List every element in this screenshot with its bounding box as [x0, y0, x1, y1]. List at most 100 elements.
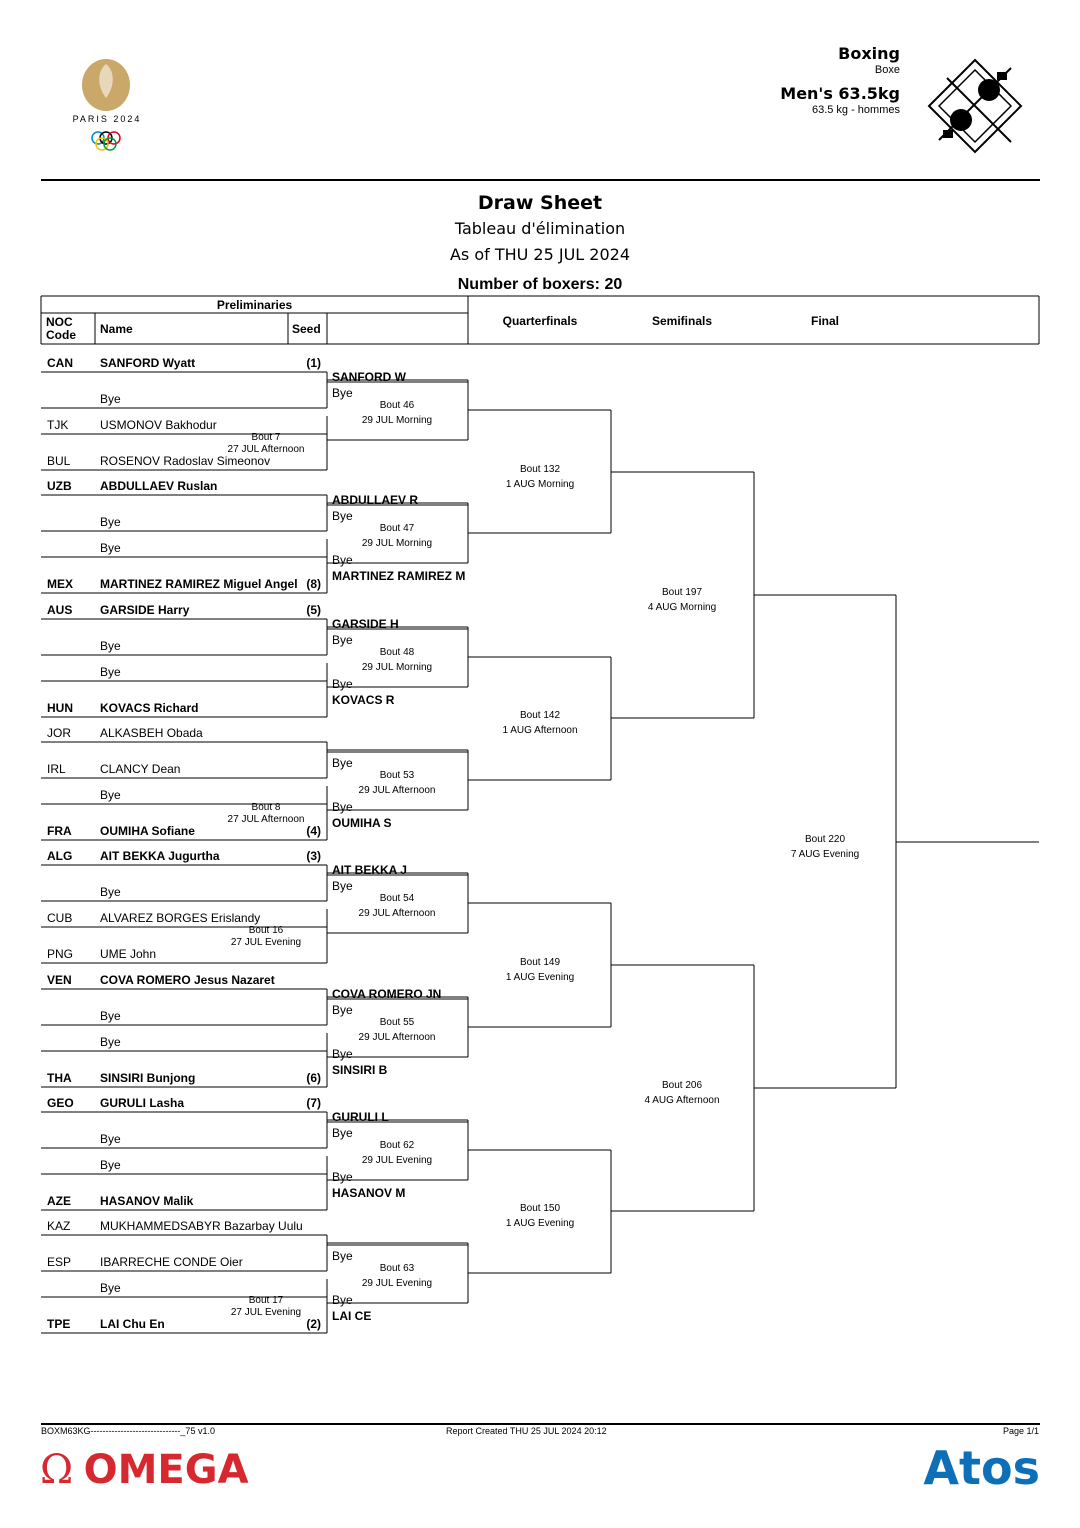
- semifinals-header: Semifinals: [651, 314, 713, 328]
- r16-bout-number: Bout 47: [379, 523, 415, 534]
- page-title-fr: Tableau d'élimination: [454, 219, 626, 238]
- sport-name: Boxing: [838, 44, 900, 63]
- event-name-fr: 63.5 kg - hommes: [811, 104, 900, 116]
- r16-bye-label-bottom: Bye: [332, 677, 353, 691]
- entry-noc: TPE: [47, 1317, 71, 1331]
- r16-bout-number: Bout 54: [379, 893, 415, 904]
- r16-top-name: AIT BEKKA J: [332, 863, 407, 877]
- entry-name: Bye: [100, 1132, 121, 1146]
- entry-name: CLANCY Dean: [100, 762, 181, 776]
- entry-noc: CUB: [47, 911, 73, 925]
- entry-name: MUKHAMMEDSABYR Bazarbay Uulu: [100, 1219, 303, 1233]
- prelim-bout-time: 27 JUL Evening: [230, 937, 302, 948]
- r16-bottom-name: SINSIRI B: [332, 1063, 388, 1077]
- r16-bout-time: 29 JUL Morning: [361, 538, 433, 549]
- qf-bout-time: 1 AUG Morning: [505, 479, 575, 490]
- report-code: BOXM63KG------------------------------_7…: [41, 1426, 215, 1436]
- entry-noc: VEN: [47, 973, 72, 987]
- entry-noc: UZB: [47, 479, 72, 493]
- r16-bye-label: Bye: [332, 879, 353, 893]
- prelim-bout-time: 27 JUL Afternoon: [227, 444, 305, 455]
- entry-seed: (4): [306, 824, 321, 838]
- prelim-bout-number: Bout 17: [248, 1295, 284, 1306]
- r16-bout-time: 29 JUL Afternoon: [358, 1032, 436, 1043]
- r16-bottom-name: LAI CE: [332, 1309, 372, 1323]
- entry-name: ALKASBEH Obada: [100, 726, 203, 740]
- header-rule: [41, 179, 1040, 181]
- entry-name: HASANOV Malik: [100, 1194, 194, 1208]
- r16-bottom-name: OUMIHA S: [332, 816, 392, 830]
- qf-bout-time: 1 AUG Afternoon: [502, 725, 578, 736]
- entry-name: Bye: [100, 639, 121, 653]
- qf-bout-number: Bout 142: [519, 710, 561, 721]
- r16-bout-time: 29 JUL Afternoon: [358, 785, 436, 796]
- r16-bottom-name: MARTINEZ RAMIREZ M: [332, 569, 466, 583]
- entry-name: Bye: [100, 1009, 121, 1023]
- entry-name: GURULI Lasha: [100, 1096, 185, 1110]
- r16-bout-number: Bout 63: [379, 1263, 415, 1274]
- games-emblem-icon: [82, 59, 130, 151]
- r16-bye-label-bottom: Bye: [332, 800, 353, 814]
- entry-name: IBARRECHE CONDE Oier: [100, 1255, 243, 1269]
- entry-noc: TJK: [47, 418, 69, 432]
- entry-name: AIT BEKKA Jugurtha: [100, 849, 220, 863]
- r16-bout-number: Bout 48: [379, 647, 415, 658]
- entry-noc: AZE: [47, 1194, 71, 1208]
- entry-name: UME John: [100, 947, 157, 961]
- prelim-bout-number: Bout 16: [248, 925, 284, 936]
- final-bout-number: Bout 220: [804, 834, 846, 845]
- entry-name: Bye: [100, 665, 121, 679]
- entry-seed: (2): [306, 1317, 321, 1331]
- sf-bout-time: 4 AUG Afternoon: [644, 1095, 720, 1106]
- r16-bout-number: Bout 53: [379, 770, 415, 781]
- entry-name: Bye: [100, 885, 121, 899]
- r16-bye-label: Bye: [332, 756, 353, 770]
- qf-bout-number: Bout 149: [519, 957, 561, 968]
- games-logo-text: PARIS 2024: [72, 114, 142, 124]
- r16-top-name: ABDULLAEV R: [332, 493, 418, 507]
- entry-seed: (7): [306, 1096, 321, 1110]
- prelim-bout-number: Bout 8: [251, 802, 281, 813]
- boxing-pictogram-icon: [927, 58, 1023, 159]
- entry-name: MARTINEZ RAMIREZ Miguel Angel: [100, 577, 298, 591]
- entry-name: SANFORD Wyatt: [100, 356, 196, 370]
- entry-noc: PNG: [47, 947, 74, 961]
- page-number: Page 1/1: [1002, 1426, 1039, 1436]
- r16-bye-label: Bye: [332, 633, 353, 647]
- entry-noc: IRL: [47, 762, 66, 776]
- r16-bout-time: 29 JUL Evening: [361, 1278, 433, 1289]
- r16-bout-time: 29 JUL Morning: [361, 662, 433, 673]
- qf-bout-number: Bout 132: [519, 464, 561, 475]
- prelim-bout-time: 27 JUL Afternoon: [227, 814, 305, 825]
- preliminaries-header: Preliminaries: [216, 298, 293, 312]
- entry-name: Bye: [100, 392, 121, 406]
- sf-bout-time: 4 AUG Morning: [647, 602, 717, 613]
- number-of-boxers: Number of boxers: 20: [457, 276, 623, 293]
- qf-bout-time: 1 AUG Evening: [505, 972, 575, 983]
- prelim-bout-time: 27 JUL Evening: [230, 1307, 302, 1318]
- entry-noc: ALG: [47, 849, 73, 863]
- entry-name: Bye: [100, 788, 121, 802]
- report-created: Report Created THU 25 JUL 2024 20:12: [446, 1426, 607, 1436]
- entry-seed: (6): [306, 1071, 321, 1085]
- r16-bout-time: 29 JUL Evening: [361, 1155, 433, 1166]
- entry-noc: FRA: [47, 824, 72, 838]
- omega-symbol-icon: Ω: [40, 1447, 74, 1493]
- page-title: Draw Sheet: [477, 192, 603, 214]
- qf-bout-time: 1 AUG Evening: [505, 1218, 575, 1229]
- noc-code-header: NOC Code: [46, 315, 76, 342]
- entry-name: SINSIRI Bunjong: [100, 1071, 196, 1085]
- quarterfinals-header: Quarterfinals: [502, 314, 578, 328]
- omega-wordmark: OMEGA: [83, 1447, 249, 1493]
- entry-name: COVA ROMERO Jesus Nazaret: [100, 973, 275, 987]
- entry-seed: (1): [306, 356, 321, 370]
- entry-name: Bye: [100, 541, 121, 555]
- r16-bout-number: Bout 46: [379, 400, 415, 411]
- r16-bout-number: Bout 62: [379, 1140, 415, 1151]
- r16-bye-label-bottom: Bye: [332, 1170, 353, 1184]
- final-header: Final: [810, 314, 839, 328]
- entry-name: USMONOV Bakhodur: [100, 418, 217, 432]
- entry-seed: (3): [306, 849, 321, 863]
- r16-bottom-name: KOVACS R: [332, 693, 395, 707]
